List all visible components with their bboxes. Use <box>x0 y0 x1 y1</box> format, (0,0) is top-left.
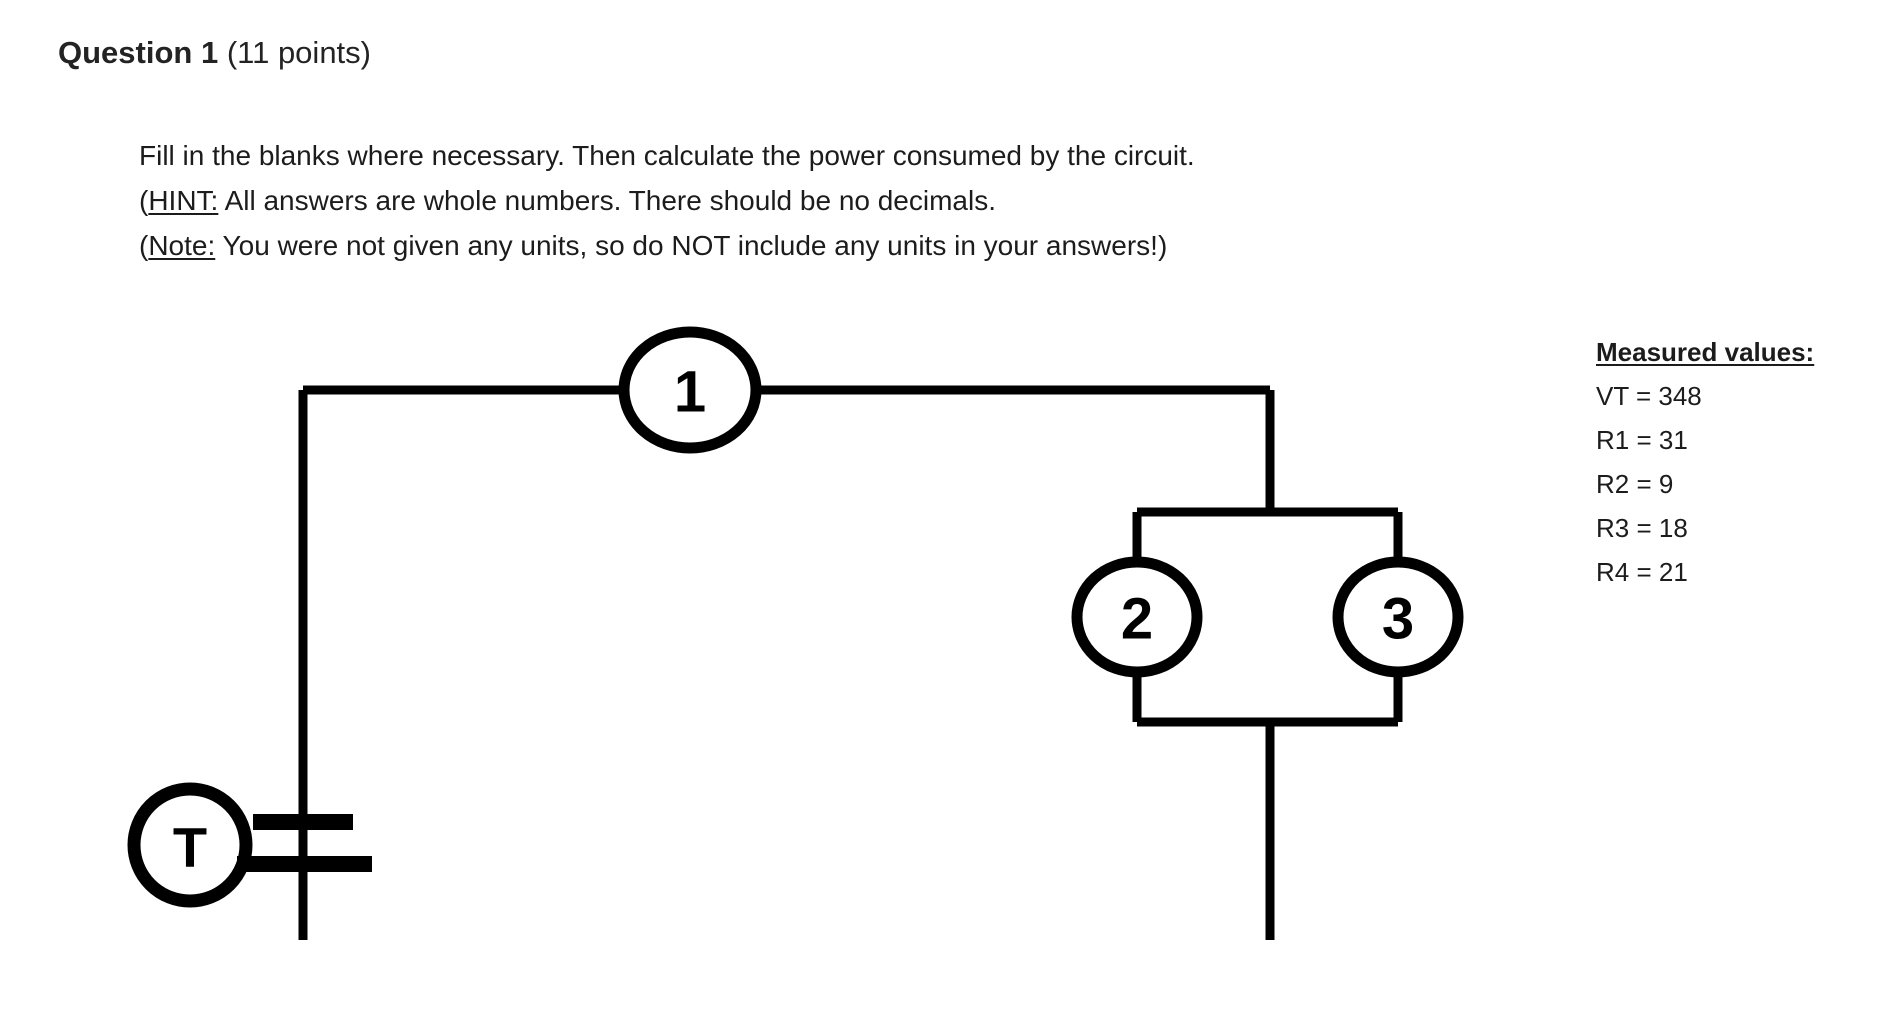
circuit-wires <box>298 385 1403 940</box>
battery-symbol <box>237 780 372 915</box>
page-title: Question 1 (11 points) <box>58 34 371 71</box>
component-node-2: 2 <box>1071 556 1203 678</box>
hint-text: All answers are whole numbers. There sho… <box>218 185 996 216</box>
source-label-t: T <box>173 816 207 879</box>
note-open-paren: ( <box>139 230 149 261</box>
voltage-source-group: T <box>127 782 253 908</box>
node-3-circle <box>1332 556 1464 678</box>
measured-values-panel: Measured values: VT = 348 R1 = 31 R2 = 9… <box>1596 330 1814 594</box>
node-3-label: 3 <box>1382 587 1414 652</box>
measured-value-r1: R1 = 31 <box>1596 425 1688 455</box>
component-node-3: 3 <box>1332 556 1464 678</box>
source-circle-t <box>127 782 253 908</box>
note-label: Note: <box>148 230 216 261</box>
question-title-text: Question 1 <box>58 35 219 70</box>
instruction-line-1: Fill in the blanks where necessary. Then… <box>139 140 1195 171</box>
hint-open-paren: ( <box>139 185 149 216</box>
instruction-line-2: (HINT: All answers are whole numbers. Th… <box>139 178 1195 223</box>
measured-value-r2: R2 = 9 <box>1596 469 1674 499</box>
hint-label: HINT: <box>148 185 219 216</box>
note-text: You were not given any units, so do NOT … <box>215 230 1168 261</box>
node-1-label: 1 <box>674 360 706 425</box>
node-1-circle <box>618 326 762 454</box>
node-2-label: 2 <box>1121 587 1153 652</box>
instructions-block: Fill in the blanks where necessary. Then… <box>139 133 1195 268</box>
measured-value-vt: VT = 348 <box>1596 381 1702 411</box>
measured-values-title: Measured values: <box>1596 337 1815 367</box>
node-2-circle <box>1071 556 1203 678</box>
component-node-1: 1 <box>618 326 762 454</box>
measured-value-r4: R4 = 21 <box>1596 557 1688 587</box>
measured-value-r3: R3 = 18 <box>1596 513 1688 543</box>
circuit-diagram: T 1 2 3 4 <box>0 300 1560 940</box>
question-points-text: (11 points) <box>226 35 371 70</box>
instruction-line-3: (Note: You were not given any units, so … <box>139 223 1195 268</box>
